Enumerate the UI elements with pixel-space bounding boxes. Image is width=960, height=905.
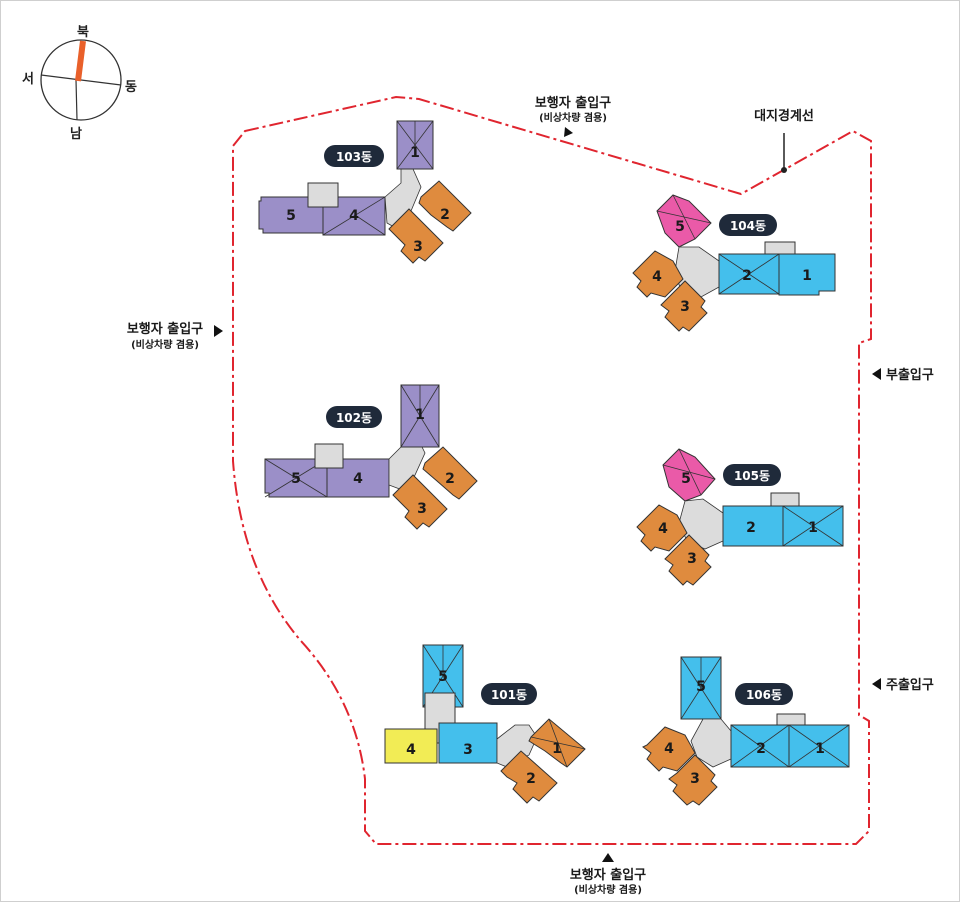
unit-3 <box>668 754 718 806</box>
building-name: 101동 <box>491 688 527 702</box>
building-badge <box>735 683 793 705</box>
unit-4 <box>632 250 684 298</box>
unit-5-label: 5 <box>286 208 296 224</box>
unit-3-label: 3 <box>417 501 427 517</box>
building-105[interactable]: 5 2 1 4 3 105동 <box>636 448 844 586</box>
unit-4 <box>636 504 688 552</box>
unit-3-label: 3 <box>413 239 423 255</box>
unit-3-label: 3 <box>687 551 697 567</box>
unit-5-label: 5 <box>681 471 691 487</box>
unit-1-label: 1 <box>802 268 812 284</box>
unit-1-label: 1 <box>415 407 425 423</box>
unit-1-label: 1 <box>808 520 818 536</box>
label-pedestrian-left: 보행자 출입구 (비상차량 겸용) <box>127 321 223 351</box>
building-name: 103동 <box>336 150 372 164</box>
building-name: 104동 <box>730 219 766 233</box>
unit-4-label: 4 <box>353 471 363 487</box>
unit-1-label: 1 <box>815 741 825 757</box>
unit-5 <box>656 194 712 248</box>
core <box>690 718 732 768</box>
compass-east: 동 <box>125 80 137 95</box>
label-boundary: 대지경계선 <box>754 108 814 124</box>
unit-3-label: 3 <box>680 299 690 315</box>
building-badge <box>723 464 781 486</box>
unit-5-label: 5 <box>291 471 301 487</box>
compass: 북 남 서 동 <box>22 25 137 142</box>
compass-needle-icon <box>75 40 86 82</box>
core <box>314 443 344 469</box>
unit-2-label: 2 <box>440 207 450 223</box>
unit-2-label: 2 <box>445 471 455 487</box>
arrow-left-icon <box>872 368 881 380</box>
building-104[interactable]: 5 2 1 4 3 104동 <box>632 194 836 332</box>
unit-1 <box>778 253 836 296</box>
unit-4-label: 4 <box>652 269 662 285</box>
arrow-right-icon <box>214 325 223 337</box>
unit-5-label: 5 <box>696 679 706 695</box>
unit-4-label: 4 <box>349 208 359 224</box>
label-main: 보행자 출입구 <box>127 321 203 337</box>
unit-3-label: 3 <box>690 771 700 787</box>
compass-south-line <box>75 79 78 121</box>
label-sub: (비상차량 겸용) <box>539 111 607 124</box>
label-sub-entrance: 부출입구 <box>872 367 934 383</box>
unit-4-label: 4 <box>658 521 668 537</box>
unit-4-label: 4 <box>406 742 416 758</box>
unit-1-label: 1 <box>410 145 420 161</box>
building-badge <box>324 145 384 167</box>
unit-4-label: 4 <box>664 741 674 757</box>
building-name: 106동 <box>746 688 782 702</box>
compass-north: 북 <box>77 25 89 40</box>
arrow-up-icon <box>602 853 614 862</box>
label-main: 부출입구 <box>886 367 934 383</box>
unit-3 <box>392 474 448 530</box>
core <box>307 182 339 208</box>
unit-2-label: 2 <box>526 771 536 787</box>
unit-5-label: 5 <box>675 219 685 235</box>
unit-2 <box>722 505 784 547</box>
label-main-entrance: 주출입구 <box>872 677 934 693</box>
label-sub: (비상차량 겸용) <box>574 883 642 896</box>
building-103[interactable]: 5 4 1 2 3 103동 <box>258 120 472 264</box>
building-badge <box>326 406 382 428</box>
building-badge <box>719 214 777 236</box>
unit-3-label: 3 <box>463 742 473 758</box>
building-name: 102동 <box>336 411 372 425</box>
label-sub: (비상차량 겸용) <box>131 338 199 351</box>
building-101[interactable]: 5 4 3 1 2 101동 <box>384 644 586 804</box>
label-main: 보행자 출입구 <box>535 95 611 111</box>
label-main: 보행자 출입구 <box>570 867 646 883</box>
unit-3 <box>388 208 444 264</box>
core <box>496 724 538 768</box>
arrow-down-icon <box>564 127 573 137</box>
unit-4 <box>642 726 696 772</box>
label-pedestrian-top: 보행자 출입구 (비상차량 겸용) <box>535 95 611 137</box>
unit-2 <box>422 446 478 500</box>
site-boundary-line <box>232 95 872 845</box>
unit-4 <box>384 728 438 764</box>
unit-5 <box>662 448 716 502</box>
building-106[interactable]: 5 2 1 4 3 106동 <box>642 656 850 806</box>
label-main: 주출입구 <box>886 677 934 693</box>
building-102[interactable]: 5 4 1 2 3 102동 <box>264 384 478 530</box>
unit-3 <box>664 534 712 586</box>
label-pedestrian-bottom: 보행자 출입구 (비상차량 겸용) <box>570 853 646 896</box>
arrow-left-icon <box>872 678 881 690</box>
compass-west: 서 <box>22 72 34 87</box>
unit-5-label: 5 <box>438 669 448 685</box>
unit-2-label: 2 <box>746 520 756 536</box>
unit-2-label: 2 <box>756 741 766 757</box>
building-name: 105동 <box>734 469 770 483</box>
unit-2 <box>418 180 472 232</box>
compass-south: 남 <box>70 126 82 142</box>
unit-1-label: 1 <box>552 741 562 757</box>
boundary-pointer-dot <box>781 167 787 173</box>
unit-2-label: 2 <box>742 268 752 284</box>
unit-2 <box>500 750 558 804</box>
building-badge <box>481 683 537 705</box>
unit-3 <box>660 280 708 332</box>
